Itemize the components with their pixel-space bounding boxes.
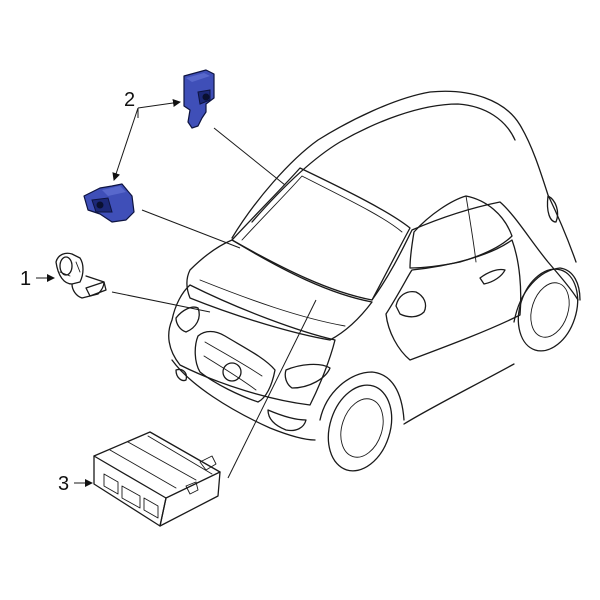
part-2-upper-highlight: [186, 73, 210, 82]
part-3-module-side: [159, 471, 221, 527]
part-1-sensor-body: [71, 275, 105, 299]
leader-line-part-2-upper: [213, 127, 286, 186]
part-3-module-mount: [185, 455, 217, 495]
part-1-sensor-connector: [85, 281, 107, 297]
part-1-sensor-detail: [59, 261, 81, 277]
car-window-pillar: [465, 195, 477, 263]
part-3-module-connector-1: [103, 473, 119, 495]
car-windshield: [231, 167, 411, 301]
callout-3: 3: [58, 473, 93, 495]
part-2-sensor-lower: [83, 183, 135, 223]
car-door-handle: [479, 268, 506, 285]
part-1-sensor-ring: [59, 256, 73, 276]
car-headlight-right: [284, 363, 331, 389]
leader-line-part-1: [111, 291, 211, 313]
car-bumper-vent: [267, 409, 307, 432]
car-windshield-inner: [241, 175, 403, 241]
car-front-fascia: [168, 284, 336, 406]
car-fog-light: [175, 368, 188, 382]
leader-lines: [111, 127, 317, 479]
car-lower-bumper: [171, 359, 316, 441]
part-2-sensor-upper: [183, 69, 215, 129]
car-headlight-left: [175, 306, 200, 333]
car-front-wheel: [327, 384, 393, 472]
part-3-module-top: [93, 431, 221, 499]
car-side-sill: [403, 363, 515, 425]
leader-line-part-3: [227, 299, 317, 479]
car-side-mirror: [395, 290, 427, 318]
callout-1: 1: [20, 268, 55, 290]
part-1-sensor: [55, 252, 107, 299]
part-2-lower-highlight: [102, 186, 126, 196]
car-rear-rim: [530, 282, 570, 338]
car-grille-inner: [203, 341, 263, 391]
part-3-module-connector-2: [121, 485, 141, 509]
car-side-window: [409, 195, 513, 269]
car-roof-outline: [231, 90, 577, 263]
callout-label-1: 1: [20, 268, 31, 290]
car-rear-lamp: [546, 195, 559, 223]
part-1-sensor-head: [55, 252, 84, 285]
car-hood-crease: [199, 279, 346, 327]
car-roof-inner: [251, 103, 516, 223]
car-door: [385, 239, 522, 361]
leader-line-part-2-lower: [141, 209, 241, 249]
part-2-lower-connector: [96, 201, 104, 209]
callout-label-3: 3: [58, 473, 69, 495]
car-illustration: [168, 90, 581, 472]
part-3-module-connector-3: [143, 497, 159, 519]
callout-label-2: 2: [124, 89, 135, 111]
car-rear-wheel: [517, 268, 579, 352]
part-3-control-module: [93, 431, 221, 527]
callout-2-arrow-upper: [137, 99, 181, 109]
car-grille: [194, 330, 276, 403]
car-emblem: [222, 362, 242, 382]
callout-2: 2: [112, 89, 181, 181]
callout-2-arrow-lower: [112, 107, 139, 181]
car-front-wheel-arch: [319, 371, 405, 421]
car-side-body: [371, 201, 579, 301]
car-hood: [186, 239, 373, 341]
part-2-upper-connector: [202, 93, 210, 101]
car-front-rim: [340, 398, 384, 458]
part-3-module-rib: [109, 435, 213, 489]
